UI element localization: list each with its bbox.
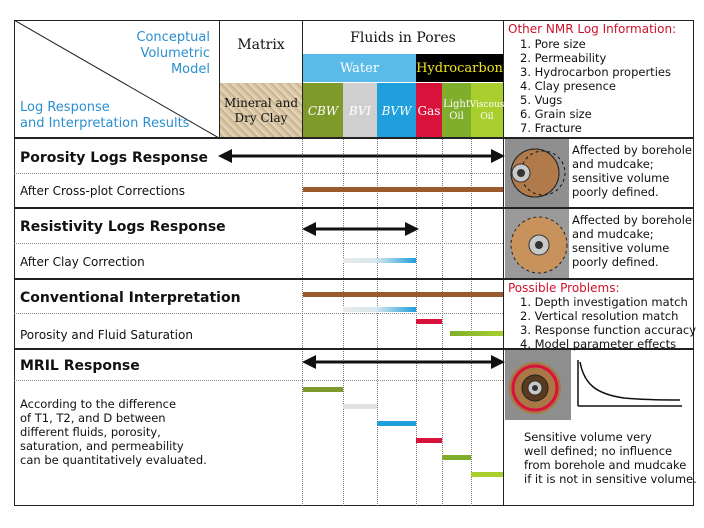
hydrocarbon-label: Hydrocarbon — [416, 60, 503, 76]
corner-top-label: Conceptual Volumetric Model — [136, 30, 210, 77]
row-separator — [14, 137, 694, 139]
conventional-porosity-bar — [303, 292, 503, 297]
conventional-row-title: Conventional Interpretation — [20, 290, 241, 306]
water-label: Water — [339, 60, 380, 76]
subrow-separator — [14, 380, 503, 381]
list-item: 4. Model parameter effects — [520, 337, 677, 351]
fluids-label: Fluids in Pores — [350, 30, 456, 46]
list-item: 5. Vugs — [520, 93, 563, 107]
mril-row-title: MRIL Response — [20, 358, 140, 374]
nmr-info-list: 1. Pore size 2. Permeability 3. Hydrocar… — [520, 37, 671, 135]
list-item: 7. Fracture — [520, 121, 582, 135]
conventional-water-bar — [343, 307, 416, 312]
column-guide — [343, 138, 344, 506]
conventional-oil-bar — [450, 331, 503, 336]
mril-description: According to the difference of T1, T2, a… — [20, 397, 207, 467]
t2-decay-curve — [577, 360, 682, 407]
subrow-separator — [14, 313, 503, 314]
bvi-cell: BVI — [343, 83, 377, 138]
header-divider — [219, 20, 220, 138]
column-guide — [471, 138, 472, 506]
diagram-frame — [14, 20, 694, 506]
mril-gas-bar — [416, 438, 442, 443]
list-item: 3. Hydrocarbon properties — [520, 65, 671, 79]
corner-bottom-label: Log Response and Interpretation Results — [20, 100, 190, 131]
resistivity-clay-corrected-bar — [343, 258, 416, 263]
row-separator — [14, 278, 694, 280]
conventional-gas-bar — [416, 319, 442, 324]
header-divider — [302, 20, 303, 138]
conventional-row-subtitle: Porosity and Fluid Saturation — [20, 328, 193, 342]
list-item: 4. Clay presence — [520, 79, 616, 93]
mril-response-arrow — [302, 355, 505, 369]
water-band: Water — [303, 54, 416, 82]
possible-problems-title: Possible Problems: — [508, 281, 620, 295]
possible-problems-list: 1. Depth investigation match 2. Vertical… — [520, 295, 696, 351]
list-item: 1. Depth investigation match — [520, 295, 688, 309]
bvw-label: BVW — [381, 103, 412, 118]
gas-label: Gas — [417, 103, 441, 118]
resistivity-response-arrow — [302, 222, 419, 236]
list-item: 6. Grain size — [520, 107, 592, 121]
mril-cbw-bar — [303, 387, 343, 392]
bvw-cell: BVW — [377, 83, 416, 138]
resistivity-row-title: Resistivity Logs Response — [20, 219, 226, 235]
mril-light-oil-bar — [442, 455, 471, 460]
list-item: 2. Vertical resolution match — [520, 309, 679, 323]
porosity-note: Affected by borehole and mudcake; sensit… — [572, 143, 692, 199]
list-item: 1. Pore size — [520, 37, 586, 51]
column-guide — [377, 138, 378, 506]
matrix-label: Matrix — [237, 37, 285, 53]
corner-diagonal — [14, 20, 219, 138]
cbw-cell: CBW — [303, 83, 343, 138]
mril-bvw-bar — [377, 421, 416, 426]
list-item: 2. Permeability — [520, 51, 607, 65]
porosity-response-arrow — [218, 149, 505, 163]
porosity-row-subtitle: After Cross-plot Corrections — [20, 184, 185, 198]
list-item: 3. Response function accuracy — [520, 323, 697, 337]
right-column-divider — [503, 20, 504, 506]
cbw-label: CBW — [307, 103, 339, 118]
resistivity-row-subtitle: After Clay Correction — [20, 255, 145, 269]
row-separator — [14, 207, 694, 209]
bvi-label: BVI — [348, 103, 372, 118]
borehole-image-resistivity — [505, 209, 569, 278]
nmr-info-title: Other NMR Log Information: — [508, 22, 677, 36]
porosity-row-title: Porosity Logs Response — [20, 150, 209, 166]
gas-cell: Gas — [416, 83, 442, 138]
hydrocarbon-band: Hydrocarbon — [416, 54, 503, 82]
row-separator — [14, 348, 694, 350]
subrow-separator — [14, 173, 503, 174]
subrow-separator — [14, 243, 503, 244]
column-guide — [302, 138, 303, 506]
porosity-corrected-bar — [303, 187, 503, 192]
mril-bvi-bar — [343, 404, 377, 409]
borehole-image-mril — [505, 350, 571, 420]
column-guide — [442, 138, 443, 506]
mril-viscous-oil-bar — [471, 472, 503, 477]
resistivity-note: Affected by borehole and mudcake; sensit… — [572, 213, 692, 269]
borehole-image-porosity — [505, 139, 569, 207]
mril-note: Sensitive volume very well defined; no i… — [524, 430, 697, 486]
